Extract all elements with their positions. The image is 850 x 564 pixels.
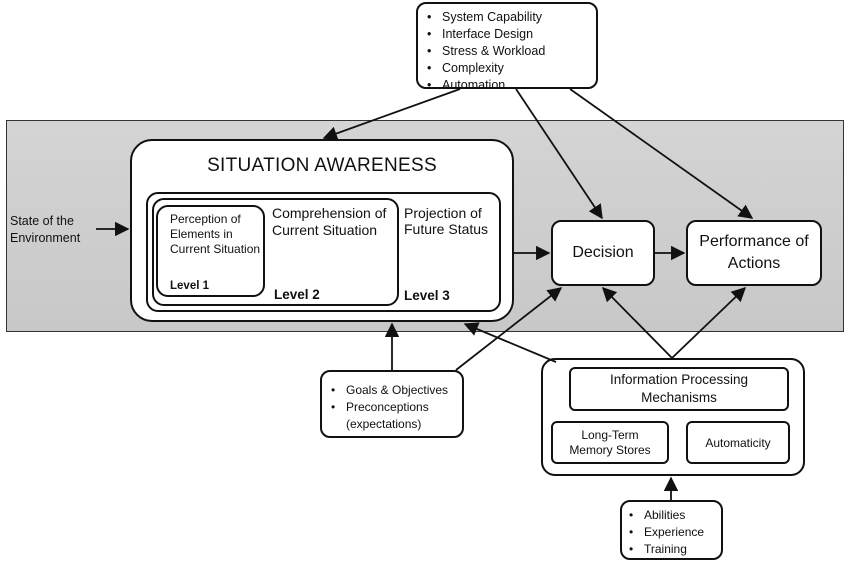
factor-item: Interface Design [424, 26, 596, 43]
goal-item: Goals & Objectives [328, 382, 458, 399]
situation-awareness-title: SITUATION AWARENESS [207, 155, 437, 176]
level2-text: Comprehension of Current Situation [272, 205, 387, 238]
level1-text: Perception of Elements in Current Situat… [170, 212, 261, 256]
ability-item: Abilities [626, 507, 721, 524]
abilities-box: Abilities Experience Training [620, 500, 723, 560]
arrow-factors-to-performance [569, 88, 754, 219]
arrow-info-to-performance [671, 287, 747, 359]
level3-text: Projection of Future Status [404, 205, 489, 237]
abilities-list: Abilities Experience Training [626, 507, 721, 558]
goal-item: Preconceptions (expectations) [328, 399, 458, 433]
info-processing-title: Information Processing Mechanisms [609, 372, 749, 405]
factor-item: System Capability [424, 9, 596, 26]
arrow-factors-to-decision [515, 88, 603, 220]
long-term-memory-box: Long-Term Memory Stores [551, 421, 669, 464]
long-term-memory-label: Long-Term Memory Stores [569, 427, 651, 457]
level2-label: Level 2 [274, 287, 320, 302]
arrow-info-to-decision [601, 286, 673, 359]
level1-box: Perception of Elements in Current Situat… [156, 205, 265, 297]
environment-label: State of the Environment [10, 214, 81, 245]
performance-box: Performance of Actions [686, 220, 822, 286]
info-processing-mechanisms-box: Information Processing Mechanisms [569, 367, 789, 411]
arrow-goals-to-decision [455, 287, 563, 371]
arrow-factors-to-sa [322, 88, 461, 141]
goals-box: Goals & Objectives Preconceptions (expec… [320, 370, 464, 438]
goals-list: Goals & Objectives Preconceptions (expec… [328, 382, 458, 433]
decision-box: Decision [551, 220, 655, 286]
automaticity-label: Automaticity [705, 435, 771, 450]
level1-label: Level 1 [170, 280, 209, 292]
system-factors-list: System Capability Interface Design Stres… [424, 9, 596, 94]
ability-item: Experience [626, 524, 721, 541]
system-factors-box: System Capability Interface Design Stres… [416, 2, 598, 94]
factor-item: Stress & Workload [424, 43, 596, 60]
factor-item: Complexity [424, 60, 596, 77]
ability-item: Training [626, 541, 721, 558]
performance-label: Performance of Actions [699, 233, 809, 272]
decision-label: Decision [572, 244, 634, 261]
arrow-info-to-sa [463, 322, 557, 363]
factor-item: Automation [424, 77, 596, 94]
automaticity-box: Automaticity [686, 421, 790, 464]
level3-label: Level 3 [404, 288, 450, 303]
